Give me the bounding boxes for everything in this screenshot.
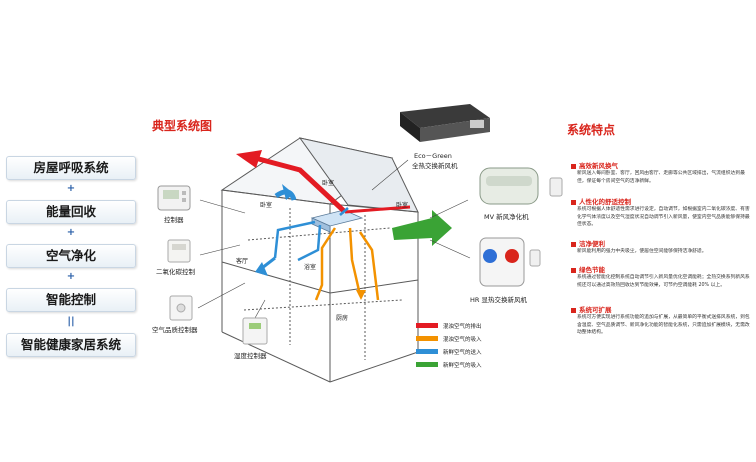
stack-item-energy-recovery: 能量回收 [6, 200, 136, 224]
controller-device-icon [157, 185, 191, 211]
room-label: 厨房 [336, 315, 349, 322]
diagram-title: 典型系统图 [152, 119, 213, 133]
eco-green-caption-2: 全热交换新风机 [412, 162, 458, 170]
eco-green-caption-1: Eco－Green [414, 152, 452, 160]
legend-swatch-fresh-intake [416, 362, 438, 367]
plus-symbol: + [66, 271, 76, 282]
equals-symbol: || [67, 316, 75, 327]
air-quality-caption: 空气品质控制器 [152, 326, 198, 334]
feature-text: 系统通过智能化控制系统自动调节引入新风量优化空调能耗；全热交换系列新风系统还可以… [577, 275, 750, 288]
hr-caption: HR 显热交换新风机 [470, 296, 527, 304]
room-label: 卧室 [322, 180, 335, 187]
co2-sensor-icon [167, 239, 191, 263]
square-bullet-icon [571, 241, 576, 247]
stack-item-air-purification: 空气净化 [6, 244, 136, 268]
room-label: 浴室 [304, 264, 317, 271]
features-title: 系统特点 [567, 123, 616, 137]
stack-item-house-breathing: 房屋呼吸系统 [6, 156, 136, 180]
mv-unit-icon [479, 167, 563, 205]
feature-heading: 人性化的舒适控制 [571, 196, 631, 206]
square-bullet-icon [571, 199, 576, 205]
mv-caption: MV 新风净化机 [484, 213, 529, 221]
feature-heading: 系统可扩展 [571, 304, 612, 314]
legend-label: 新鲜空气的吸入 [443, 363, 482, 369]
plus-symbol: + [66, 227, 76, 238]
hr-unit-icon [479, 237, 541, 287]
square-bullet-icon [571, 307, 576, 313]
square-bullet-icon [571, 163, 576, 169]
legend-label: 混浊空气的排出 [443, 324, 482, 330]
legend-label: 新鲜空气的送入 [443, 350, 482, 356]
humidity-controller-icon [242, 317, 268, 345]
legend-swatch-fresh-supply [416, 349, 438, 354]
square-bullet-icon [571, 267, 576, 273]
room-label: 卧室 [396, 202, 409, 209]
legend-label: 混浊空气的吸入 [443, 337, 482, 343]
room-label: 卧室 [260, 202, 273, 209]
feature-text: 新风送入每间卧室、客厅，回风由客厅、走廊等公共区域排出，气流组织达到最佳，保证每… [577, 171, 745, 184]
controller-caption: 控制器 [164, 216, 184, 224]
stack-item-smart-home-system: 智能健康家居系统 [6, 333, 136, 357]
legend-swatch-exhaust [416, 323, 438, 328]
co2-caption: 二氧化碳控制 [156, 268, 195, 276]
feature-heading: 高效新风换气 [571, 160, 618, 170]
feature-text: 系统可根据人体舒适性需求进行设定，自动调节，如根据室内二氧化碳浓度、有害化学气体… [577, 207, 750, 228]
stack-item-smart-control: 智能控制 [6, 288, 136, 312]
feature-text: 系统可方便实现进行系统功能的追加与扩展，从最简单的平衡式送排风系统，到包含温度、… [577, 315, 750, 336]
feature-text: 新风能利用的强力中央吸尘，使居住空间能够保持洁净舒适。 [577, 249, 707, 254]
eco-green-unit-icon [400, 104, 490, 142]
legend-swatch-stale-intake [416, 336, 438, 341]
feature-heading: 绿色节能 [571, 264, 605, 274]
room-label: 客厅 [236, 258, 249, 265]
feature-heading: 洁净便利 [571, 238, 605, 248]
humidity-caption: 湿度控制器 [234, 352, 267, 360]
plus-symbol: + [66, 183, 76, 194]
air-quality-sensor-icon [169, 295, 193, 321]
